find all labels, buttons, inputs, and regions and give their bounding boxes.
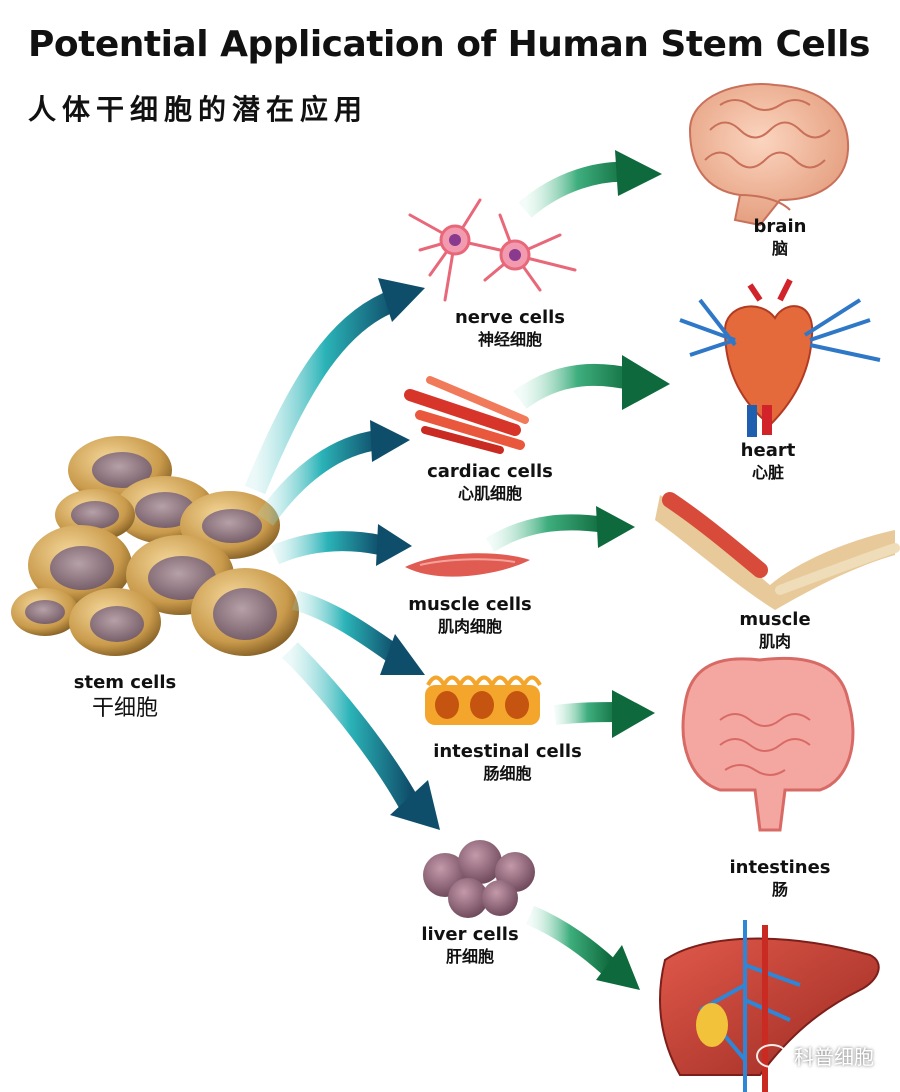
intestines-label-zh: 肠 <box>771 880 788 899</box>
heart-label-zh: 心脏 <box>751 463 784 482</box>
cell-to-organ-arrows <box>485 150 670 990</box>
cardiac-cells-label: cardiac cells 心肌细胞 <box>405 461 575 505</box>
brain-illustration <box>688 83 850 227</box>
intestines-illustration <box>681 656 855 832</box>
intestinal-cells-label-en: intestinal cells <box>433 741 582 762</box>
intestinal-cells-label-zh: 肠细胞 <box>483 764 532 783</box>
muscle-label-en: muscle <box>739 609 811 630</box>
stem-cells-label-zh: 干细胞 <box>91 696 158 721</box>
liver-illustration <box>659 920 880 1092</box>
cardiac-cells-label-zh: 心肌细胞 <box>457 484 522 503</box>
muscle-label-zh: 肌肉 <box>758 632 791 651</box>
muscle-cells-label-zh: 肌肉细胞 <box>437 617 502 636</box>
stem-to-cell-arrows <box>244 278 440 830</box>
intestines-label-en: intestines <box>729 857 831 878</box>
liver-cells-label-en: liver cells <box>421 924 519 945</box>
muscle-cells-label-en: muscle cells <box>408 594 532 615</box>
muscle-cell-illustration <box>405 553 530 577</box>
diagram-title: Potential Application of Human Stem Cell… <box>28 24 870 65</box>
liver-cells-illustration <box>423 840 535 918</box>
stem-cells-label: stem cells 干细胞 <box>60 672 190 724</box>
cardiac-cells-label-en: cardiac cells <box>427 461 553 482</box>
liver-cells-label-zh: 肝细胞 <box>445 947 494 966</box>
stem-cells-label-en: stem cells <box>73 672 177 693</box>
diagram-subtitle: 人体干细胞的潜在应用 <box>28 93 369 126</box>
muscle-cells-label: muscle cells 肌肉细胞 <box>385 594 555 638</box>
brain-label-en: brain <box>753 216 807 237</box>
muscle-organ-illustration <box>655 492 900 610</box>
intestinal-cells-label: intestinal cells 肠细胞 <box>420 741 595 785</box>
nerve-cells-label-zh: 神经细胞 <box>477 330 542 349</box>
stem-cells-cluster <box>11 436 299 656</box>
intestinal-cells-illustration <box>425 675 542 725</box>
brain-label-zh: 脑 <box>771 239 788 258</box>
brain-label: brain 脑 <box>735 216 825 260</box>
heart-label-en: heart <box>740 440 796 461</box>
muscle-label: muscle 肌肉 <box>725 609 825 653</box>
watermark-text: 科普细胞 <box>794 1045 874 1069</box>
liver-cells-label: liver cells 肝细胞 <box>400 924 540 968</box>
watermark: 科普细胞 <box>756 1041 874 1070</box>
nerve-cells-label-en: nerve cells <box>454 307 566 328</box>
heart-label: heart 心脏 <box>723 440 813 484</box>
nerve-cells-label: nerve cells 神经细胞 <box>430 307 590 351</box>
heart-illustration <box>679 278 881 437</box>
intestines-label: intestines 肠 <box>725 857 835 901</box>
wechat-icon <box>756 1043 788 1068</box>
nerve-cells-illustration <box>408 198 577 302</box>
cardiac-cells-illustration <box>404 376 529 454</box>
